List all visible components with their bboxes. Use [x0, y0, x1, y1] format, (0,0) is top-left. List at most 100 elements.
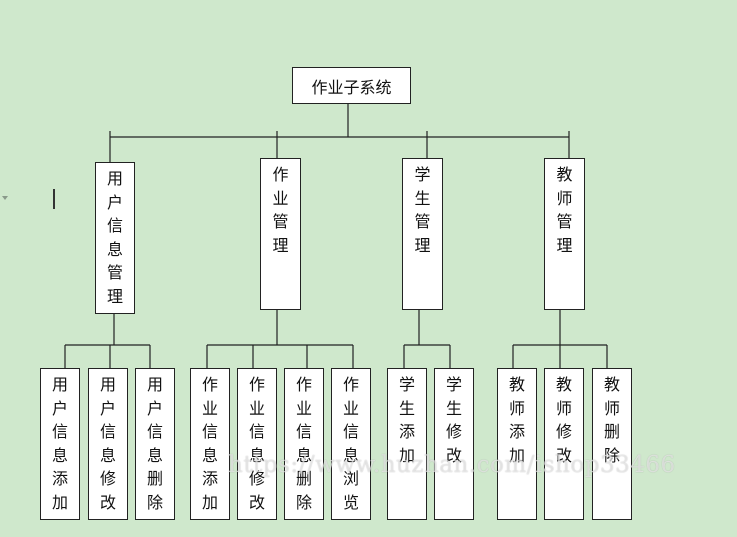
- label-char: 信: [99, 422, 116, 441]
- label-char: 生: [398, 398, 415, 418]
- label-char: 修: [445, 422, 462, 441]
- label-char: 师: [556, 188, 573, 208]
- label-char: 除: [146, 492, 163, 512]
- label-char: 管: [556, 212, 573, 231]
- label-char: 理: [414, 235, 431, 255]
- label-char: 览: [342, 492, 359, 512]
- leaf-node-student-edit: 学生修改: [434, 368, 474, 520]
- label-char: 学: [414, 165, 431, 184]
- label-char: 业: [295, 398, 312, 418]
- label-char: 户: [99, 398, 116, 418]
- label-char: 加: [398, 445, 415, 465]
- label-char: 修: [248, 469, 265, 488]
- root-node-label: 作业子系统: [311, 77, 392, 97]
- label-char: 业: [272, 188, 289, 208]
- watermark-text: https://www.huzhan.com/ishop33466: [228, 452, 676, 478]
- label-char: 教: [556, 165, 573, 184]
- leaf-node-label: 用户信息修改: [89, 373, 127, 514]
- label-char: 添: [398, 422, 415, 441]
- label-char: 信: [248, 422, 265, 441]
- label-char: 修: [99, 469, 116, 488]
- label-char: 除: [295, 492, 312, 512]
- label-char: 师: [508, 398, 525, 418]
- label-char: 加: [508, 445, 525, 465]
- label-char: 生: [445, 398, 462, 418]
- label-char: 管: [106, 263, 123, 282]
- label-char: 户: [146, 398, 163, 418]
- label-char: 加: [201, 492, 218, 512]
- leaf-node-label: 用户信息删除: [136, 373, 174, 514]
- label-char: 修: [555, 422, 572, 441]
- label-char: 息: [248, 445, 265, 465]
- group-node-label: 学生管理: [403, 163, 442, 257]
- label-char: 户: [106, 192, 123, 212]
- label-char: 作: [248, 375, 265, 394]
- collapse-marker-icon: [2, 196, 8, 200]
- label-char: 删: [295, 469, 312, 488]
- label-char: 添: [51, 469, 68, 488]
- label-char: 信: [106, 216, 123, 235]
- group-node-user-info: 用户信息管理: [95, 162, 135, 314]
- label-char: 信: [51, 422, 68, 441]
- label-char: 息: [295, 445, 312, 465]
- label-char: 信: [342, 422, 359, 441]
- leaf-node-label: 作业信息修改: [238, 373, 276, 514]
- label-char: 户: [51, 398, 68, 418]
- label-char: 浏: [342, 469, 359, 488]
- leaf-node-label: 教师修改: [545, 373, 583, 467]
- leaf-node-user-edit: 用户信息修改: [88, 368, 128, 520]
- label-char: 理: [272, 235, 289, 255]
- label-char: 管: [414, 212, 431, 231]
- leaf-node-label: 教师添加: [498, 373, 536, 467]
- label-char: 信: [295, 422, 312, 441]
- leaf-node-homework-add: 作业信息添加: [190, 368, 230, 520]
- label-char: 理: [556, 235, 573, 255]
- label-char: 作: [342, 375, 359, 394]
- label-char: 作: [201, 375, 218, 394]
- leaf-node-teacher-add: 教师添加: [497, 368, 537, 520]
- label-char: 改: [445, 445, 462, 465]
- label-char: 息: [146, 445, 163, 465]
- label-char: 改: [248, 492, 265, 512]
- label-char: 理: [106, 286, 123, 306]
- label-char: 息: [201, 445, 218, 465]
- label-char: 生: [414, 188, 431, 208]
- label-char: 用: [106, 169, 123, 188]
- group-node-teacher: 教师管理: [544, 158, 585, 310]
- label-char: 学: [445, 375, 462, 394]
- label-char: 添: [201, 469, 218, 488]
- label-char: 息: [99, 445, 116, 465]
- group-node-label: 教师管理: [545, 163, 584, 257]
- leaf-node-label: 作业信息删除: [285, 373, 323, 514]
- group-node-student: 学生管理: [402, 158, 443, 310]
- leaf-node-teacher-edit: 教师修改: [544, 368, 584, 520]
- leaf-node-label: 作业信息添加: [191, 373, 229, 514]
- label-char: 改: [555, 445, 572, 465]
- label-char: 删: [146, 469, 163, 488]
- leaf-node-homework-browse: 作业信息浏览: [331, 368, 371, 520]
- label-char: 学: [398, 375, 415, 394]
- label-char: 信: [201, 422, 218, 441]
- label-char: 息: [342, 445, 359, 465]
- leaf-node-student-add: 学生添加: [387, 368, 427, 520]
- label-char: 用: [99, 375, 116, 394]
- label-char: 师: [555, 398, 572, 418]
- root-node: 作业子系统: [292, 67, 411, 104]
- label-char: 息: [51, 445, 68, 465]
- label-char: 教: [603, 375, 620, 394]
- label-char: 信: [146, 422, 163, 441]
- label-char: 业: [248, 398, 265, 418]
- label-char: 教: [555, 375, 572, 394]
- leaf-node-homework-edit: 作业信息修改: [237, 368, 277, 520]
- group-node-homework: 作业管理: [260, 158, 301, 310]
- label-char: 管: [272, 212, 289, 231]
- group-node-label: 用户信息管理: [96, 167, 134, 308]
- group-node-label: 作业管理: [261, 163, 300, 257]
- leaf-node-homework-delete: 作业信息删除: [284, 368, 324, 520]
- label-char: 教: [508, 375, 525, 394]
- label-char: 师: [603, 398, 620, 418]
- leaf-node-label: 学生添加: [388, 373, 426, 467]
- text-cursor: [53, 189, 55, 209]
